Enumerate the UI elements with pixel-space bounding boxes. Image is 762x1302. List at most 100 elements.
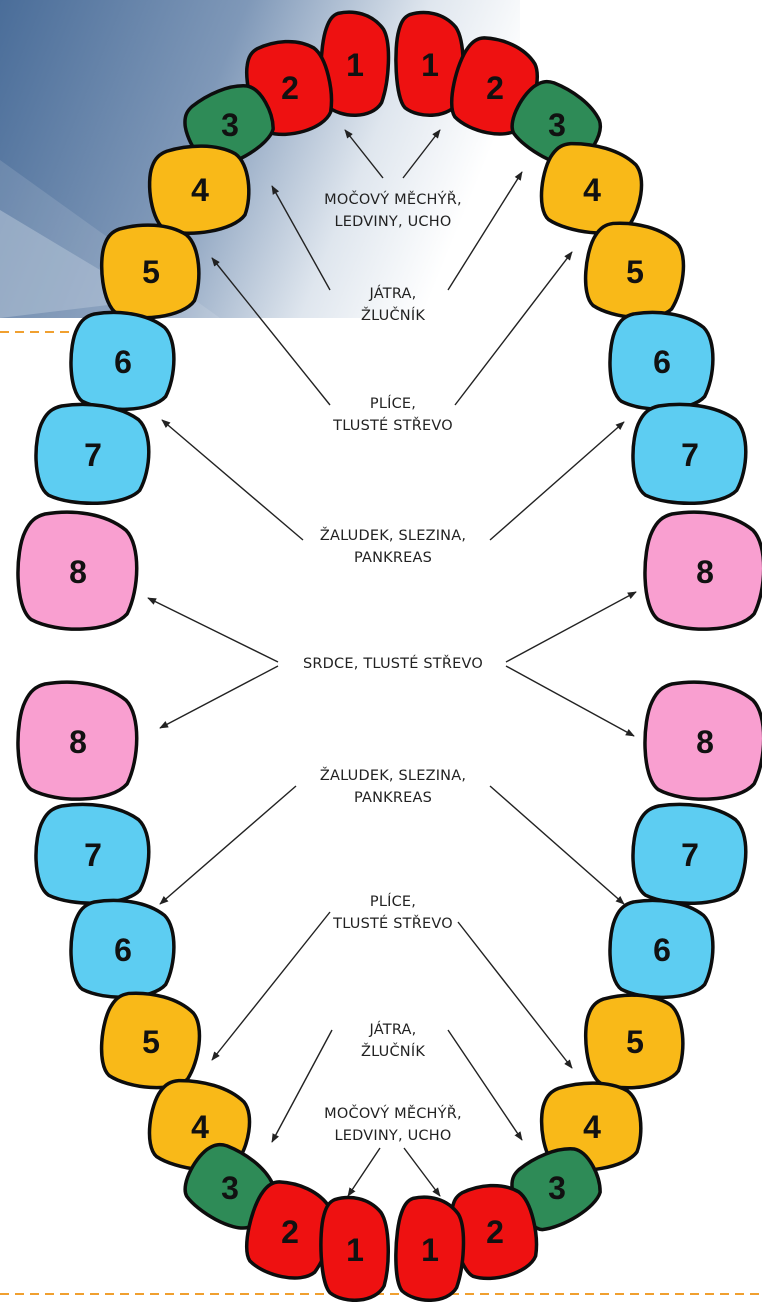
tooth-icon [147,144,251,235]
upper-tooth-6: 6 [69,310,176,411]
tooth-number: 3 [548,1170,566,1206]
arrow [147,597,279,663]
upper-tooth-7: 7 [34,402,151,506]
tooth-number: 5 [142,254,160,290]
tooth-number: 1 [421,47,439,83]
arrow [447,171,523,291]
arrow [505,665,635,737]
lower-tooth-8: 8 [643,680,762,801]
arrow [489,785,625,905]
organ-label-line: PANKREAS [354,790,432,806]
arrow [457,921,573,1069]
arrow [347,1147,381,1197]
tooth-icon [319,10,391,117]
lower-tooth-1: 1 [394,1195,466,1302]
tooth-number: 2 [486,1214,504,1250]
organ-label-upper-2: JÁTRA,ŽLUČNÍK [361,285,425,324]
organ-label-line: MOČOVÝ MĚCHÝŘ, [324,1104,462,1122]
tooth-icon [99,991,202,1090]
arrow [454,251,573,406]
tooth-number: 2 [281,1214,299,1250]
arrow [211,911,331,1061]
tooth-icon [16,680,139,801]
arrow [271,185,331,291]
tooth-number: 5 [626,1024,644,1060]
tooth-number: 8 [69,724,87,760]
tooth-number: 6 [114,344,132,380]
tooth-icon [539,141,644,235]
upper-tooth-1: 1 [319,10,391,117]
upper-tooth-6: 6 [608,310,715,411]
tooth-number: 4 [583,172,601,208]
lower-tooth-8: 8 [16,680,139,801]
tooth-number: 1 [346,1232,364,1268]
tooth-icon [583,993,685,1090]
upper-tooth-8: 8 [643,510,762,631]
organ-label-line: ŽALUDEK, SLEZINA, [320,526,466,544]
lower-tooth-6: 6 [69,898,176,999]
tooth-icon [34,402,151,506]
tooth-icon [608,898,715,999]
organ-label-line: LEDVINY, UCHO [335,214,452,230]
tooth-icon [631,402,748,506]
tooth-number: 8 [696,724,714,760]
organ-label-lower-3: PLÍCE, TLUSTÉ STŘEVO [332,893,453,932]
upper-tooth-5: 5 [583,221,686,320]
lower-tooth-6: 6 [608,898,715,999]
tooth-number: 2 [281,70,299,106]
organ-label-line: ŽLUČNÍK [361,306,425,324]
tooth-number: 1 [346,47,364,83]
tooth-number: 6 [653,344,671,380]
organ-label-line: ŽLUČNÍK [361,1042,425,1060]
tooth-number: 3 [548,107,566,143]
tooth-number: 1 [421,1232,439,1268]
tooth-icon [510,1147,602,1232]
tooth-number: 8 [69,554,87,590]
organ-label-line: PANKREAS [354,550,432,566]
organ-label-line: ŽALUDEK, SLEZINA, [320,766,466,784]
tooth-number: 7 [681,837,699,873]
arrow [159,785,297,905]
tooth-number: 7 [681,437,699,473]
tooth-icon [394,10,465,118]
upper-tooth-1: 1 [394,10,465,118]
tooth-number: 6 [653,932,671,968]
tooth-number: 5 [626,254,644,290]
arrow [402,129,441,179]
arrow [161,419,304,541]
tooth-number: 4 [191,172,209,208]
organ-label-upper-1: MOČOVÝ MĚCHÝŘ, LEDVINY, UCHO [324,190,462,230]
lower-tooth-5: 5 [583,993,685,1090]
tooth-number: 3 [221,1170,239,1206]
organ-label-line: TLUSTÉ STŘEVO [332,915,453,932]
arrow [403,1147,441,1197]
organ-label-line: SRDCE, TLUSTÉ STŘEVO [303,655,483,672]
arrow [447,1029,523,1141]
lower-tooth-3: 3 [510,1147,602,1232]
tooth-number: 4 [191,1109,209,1145]
lower-tooth-7: 7 [34,802,151,906]
lower-tooth-1: 1 [319,1195,390,1302]
organ-label-line: JÁTRA, [369,1021,417,1038]
organ-label-middle: SRDCE, TLUSTÉ STŘEVO [303,655,483,672]
tooth-icon [99,223,201,320]
tooth-icon [183,1142,276,1230]
organ-label-upper-3: PLÍCE,TLUSTÉ STŘEVO [332,395,453,434]
lower-tooth-3: 3 [183,1142,276,1230]
arrow [159,665,279,729]
tooth-number: 4 [583,1109,601,1145]
arrow-layer [147,129,637,1197]
tooth-icon [643,680,762,801]
tooth-icon [631,802,748,906]
tooth-icon [69,310,176,411]
organ-label-line: TLUSTÉ STŘEVO [332,417,453,434]
organ-label-line: PLÍCE, [370,893,416,910]
tooth-number: 2 [486,70,504,106]
tooth-number: 7 [84,437,102,473]
upper-tooth-4: 4 [147,144,251,235]
tooth-number: 7 [84,837,102,873]
lower-tooth-7: 7 [631,802,748,906]
organ-label-line: MOČOVÝ MĚCHÝŘ, [324,190,462,208]
